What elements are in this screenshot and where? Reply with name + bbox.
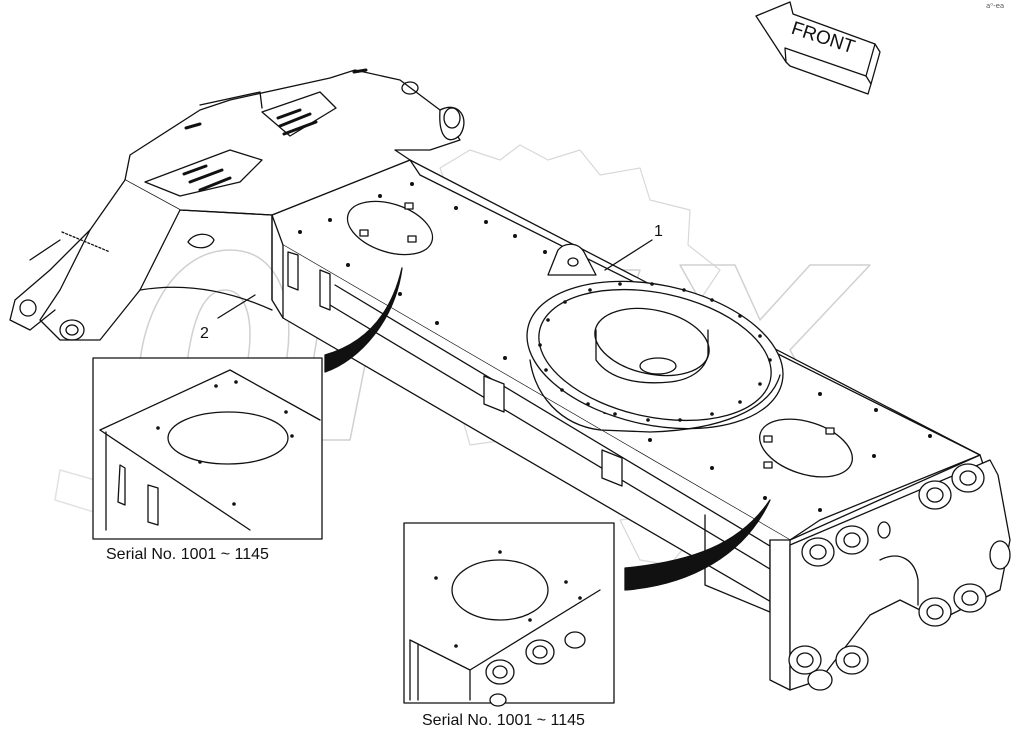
callout-number-2: 2: [200, 325, 209, 342]
inset-caption-2: Serial No. 1001 ~ 1145: [422, 712, 585, 729]
center-frame: [271, 159, 1011, 691]
inset-detail-2: [403, 522, 615, 707]
callout-leader-2: [217, 294, 256, 319]
inspection-hatch-front: [346, 200, 434, 256]
pointer-arc-lower: [624, 499, 771, 591]
front-arrow: [755, 1, 881, 95]
track-frame-arm: [9, 68, 465, 341]
inset-detail-1: [92, 357, 323, 540]
corner-mark: a⁰‑ea: [986, 2, 1005, 10]
inset-caption-1: Serial No. 1001 ~ 1145: [106, 546, 269, 563]
rear-ear-plates: [704, 459, 1011, 691]
lifting-eye: [547, 243, 597, 276]
swing-bearing-ring: [526, 280, 784, 433]
inspection-hatch-rear: [758, 418, 854, 478]
callout-leader-1: [604, 239, 653, 271]
pointer-arc-upper: [324, 267, 403, 373]
callout-number-1: 1: [654, 223, 663, 240]
side-brackets: [287, 251, 623, 487]
